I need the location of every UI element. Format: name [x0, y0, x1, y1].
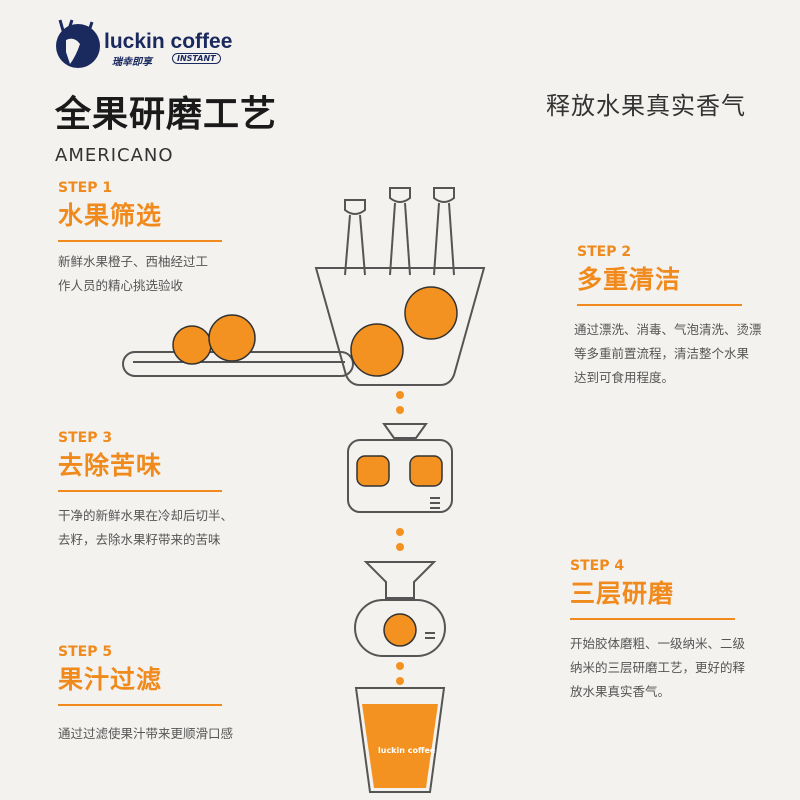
desc-line: 纳米的三层研磨工艺，更好的释	[570, 659, 746, 675]
desc-line: 开始胶体磨粗、一级纳米、二级	[570, 635, 746, 651]
step-title: 果汁过滤	[58, 665, 163, 694]
desc-line: 新鲜水果橙子、西柚经过工	[58, 253, 209, 269]
step-label: STEP 2	[577, 244, 632, 260]
desc-line: 干净的新鲜水果在冷却后切半、	[58, 507, 234, 523]
step-desc: 通过漂洗、消毒、气泡清洗、烫漂等多重前置流程，清洁整个水果达到可食用程度。	[574, 318, 762, 390]
step-2: STEP 2 多重清洁 通过漂洗、消毒、气泡清洗、烫漂等多重前置流程，清洁整个水…	[574, 244, 762, 390]
step-label: STEP 4	[570, 558, 625, 574]
cutting-machine	[347, 423, 453, 513]
orange-icon	[350, 323, 404, 377]
washing-basin	[314, 267, 486, 386]
deer-logo-icon	[56, 19, 100, 68]
step-title: 去除苦味	[58, 451, 163, 480]
slogan: 释放水果真实香气	[546, 92, 746, 120]
orange-half-icon	[356, 455, 390, 487]
desc-line: 去籽，去除水果籽带来的苦味	[58, 531, 221, 547]
step-label: STEP 1	[58, 180, 113, 196]
step-5: STEP 5 果汁过滤 通过过滤使果汁带来更顺滑口感	[58, 644, 233, 746]
divider	[58, 704, 222, 706]
step-desc: 干净的新鲜水果在冷却后切半、去籽，去除水果籽带来的苦味	[58, 504, 233, 552]
step-label: STEP 3	[58, 430, 113, 446]
step-1: STEP 1 水果筛选 新鲜水果橙子、西柚经过工作人员的精心挑选验收	[58, 180, 222, 298]
step-title: 三层研磨	[570, 579, 675, 608]
divider	[58, 490, 222, 492]
page-title: 全果研磨工艺	[55, 94, 278, 135]
step-title: 水果筛选	[58, 201, 163, 230]
orange-half-icon	[409, 455, 443, 487]
brand-tag: INSTANT	[172, 53, 221, 64]
desc-line: 达到可食用程度。	[574, 369, 675, 385]
desc-line: 作人员的精心挑选验收	[58, 277, 184, 293]
step-3: STEP 3 去除苦味 干净的新鲜水果在冷却后切半、去籽，去除水果籽带来的苦味	[58, 430, 233, 552]
desc-line: 等多重前置流程，清洁整个水果	[574, 345, 750, 361]
divider	[58, 240, 222, 242]
orange-slice-icon	[172, 325, 212, 365]
desc-line: 放水果真实香气。	[570, 683, 671, 699]
spray-nozzles	[344, 187, 455, 276]
divider	[570, 618, 735, 620]
cup-label: luckin coffee	[378, 746, 436, 755]
orange-icon	[404, 286, 458, 340]
juice-cup	[354, 687, 446, 793]
brand-chinese: 瑞幸即享	[112, 57, 152, 68]
step-4: STEP 4 三层研磨 开始胶体磨粗、一级纳米、二级纳米的三层研磨工艺，更好的释…	[570, 558, 745, 704]
step-desc: 开始胶体磨粗、一级纳米、二级纳米的三层研磨工艺，更好的释放水果真实香气。	[570, 632, 745, 704]
orange-icon	[208, 314, 256, 362]
grinding-orange-icon	[383, 613, 417, 647]
step-desc: 通过过滤使果汁带来更顺滑口感	[58, 722, 233, 746]
desc-line: 通过过滤使果汁带来更顺滑口感	[58, 725, 234, 741]
desc-line: 通过漂洗、消毒、气泡清洗、烫漂	[574, 321, 762, 337]
brand-name: luckin coffee	[104, 30, 233, 53]
divider	[577, 304, 742, 306]
step-label: STEP 5	[58, 644, 113, 660]
step-desc: 新鲜水果橙子、西柚经过工作人员的精心挑选验收	[58, 250, 222, 298]
step-title: 多重清洁	[577, 265, 682, 294]
grinder-machine	[354, 561, 446, 657]
page-subtitle: AMERICANO	[55, 145, 174, 166]
